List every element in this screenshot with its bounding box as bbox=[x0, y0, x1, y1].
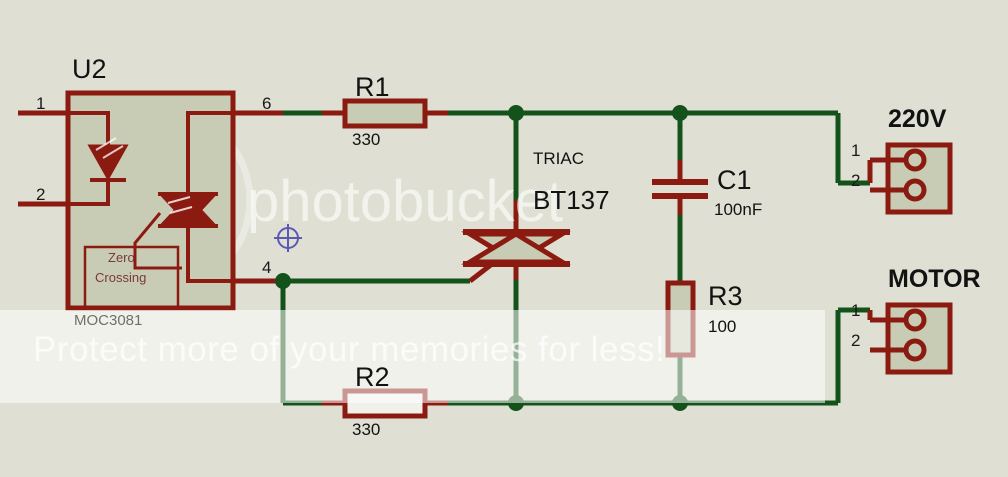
junction-dot bbox=[275, 273, 291, 289]
connector-motor-pin2-label: 2 bbox=[851, 331, 861, 350]
u2-pin6-label: 6 bbox=[262, 94, 272, 113]
c1-capacitor-symbol bbox=[652, 160, 708, 215]
connector-motor-symbol bbox=[867, 302, 953, 375]
r2-refdes-label: R2 bbox=[355, 362, 390, 392]
u2-refdes-label: U2 bbox=[72, 54, 107, 84]
r2-value-label: 330 bbox=[352, 420, 381, 439]
u2-part-label: MOC3081 bbox=[74, 312, 143, 329]
r1-refdes-label: R1 bbox=[355, 72, 390, 102]
connector-220v-symbol bbox=[867, 142, 953, 215]
r3-refdes-label: R3 bbox=[708, 281, 743, 311]
connector-motor-pin1-label: 1 bbox=[851, 301, 861, 320]
junction-dot bbox=[508, 395, 524, 411]
triac-type-label: TRIAC bbox=[533, 149, 584, 168]
connector-220v-pin2-label: 2 bbox=[851, 171, 861, 190]
crosshair-marker bbox=[274, 224, 302, 252]
c1-value-label: 100nF bbox=[714, 200, 763, 219]
u2-zero-crossing-line1: Zero bbox=[108, 250, 135, 265]
u2-zero-crossing-line2: Crossing bbox=[95, 270, 147, 285]
u2-pin2-label: 2 bbox=[36, 185, 46, 204]
r1-value-label: 330 bbox=[352, 130, 381, 149]
u2-optocoupler-symbol bbox=[18, 90, 283, 311]
connector-220v-name-label: 220V bbox=[888, 105, 947, 133]
c1-refdes-label: C1 bbox=[717, 165, 752, 195]
triac-bt137-symbol bbox=[461, 200, 571, 283]
u2-pin1-label: 1 bbox=[36, 94, 46, 113]
connector-motor-name-label: MOTOR bbox=[888, 265, 981, 293]
junction-dot bbox=[672, 105, 688, 121]
connector-220v-pin1-label: 1 bbox=[851, 141, 861, 160]
junction-dot bbox=[508, 105, 524, 121]
junction-dot bbox=[672, 395, 688, 411]
r3-value-label: 100 bbox=[708, 317, 737, 336]
triac-part-label: BT137 bbox=[533, 185, 610, 215]
u2-pin4-label: 4 bbox=[262, 258, 272, 277]
r3-resistor-symbol bbox=[665, 280, 696, 358]
r1-resistor-symbol bbox=[322, 98, 448, 129]
